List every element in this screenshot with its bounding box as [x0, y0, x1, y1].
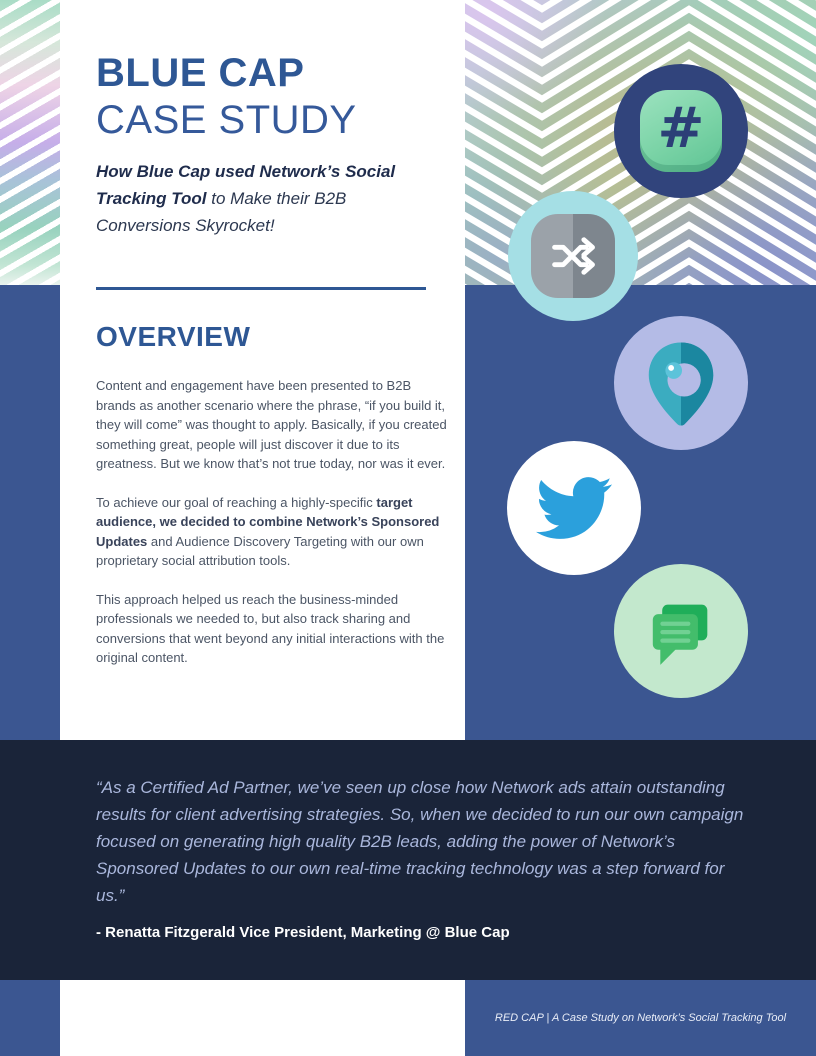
footer-text: RED CAP | A Case Study on Network’s Soci… [494, 1012, 787, 1024]
shuffle-squircle [531, 214, 615, 298]
quote-text: “As a Certified Ad Partner, we’ve seen u… [96, 778, 744, 905]
chat-bubbles-glyph [652, 604, 708, 665]
hashtag-glyph: # [657, 96, 705, 161]
location-pin-glyph [648, 342, 714, 426]
divider-line [96, 287, 426, 290]
overview-paragraph-1: Content and engagement have been present… [96, 378, 447, 471]
twitter-bird-icon [507, 441, 641, 575]
paragraph-2-bold: target audience, we decided to combine N… [96, 494, 440, 549]
twitter-bird-glyph [536, 477, 612, 539]
shuffle-icon [508, 191, 638, 321]
overview-paragraph-3: This approach helped us reach the busine… [96, 591, 445, 666]
page-title-line-1: BLUE CAP [96, 51, 305, 95]
footer-left-bar [0, 980, 60, 1056]
paragraph-2-rest: and Audience Discovery Targeting with ou… [96, 533, 424, 569]
chat-bubbles-icon [614, 564, 748, 698]
diagonal-stripes-decoration [0, 0, 60, 285]
subtitle: How Blue Cap used Network’s Social Track… [96, 158, 426, 239]
content-column: BLUE CAP CASE STUDY How Blue Cap used Ne… [96, 50, 456, 668]
quote-section: “As a Certified Ad Partner, we’ve seen u… [0, 740, 816, 980]
footer-bar: RED CAP | A Case Study on Network’s Soci… [465, 980, 816, 1056]
hashtag-squircle: # [640, 90, 722, 172]
quote-attribution: - Renatta Fitzgerald Vice President, Mar… [96, 924, 510, 941]
overview-paragraph-2: To achieve our goal of reaching a highly… [96, 493, 448, 571]
subtitle-bold-part: How Blue Cap used Network’s Social Track… [96, 162, 396, 208]
location-pin-icon [614, 316, 748, 450]
overview-heading: OVERVIEW [96, 321, 251, 352]
subtitle-regular-part: to Make their B2B Conversions Skyrocket! [96, 189, 347, 235]
shuffle-glyph [552, 237, 595, 275]
paragraph-2-intro: To achieve our goal of reaching a highly… [96, 494, 377, 510]
hashtag-icon: # [614, 64, 748, 198]
left-blue-bar [0, 285, 60, 740]
page-title-line-2: CASE STUDY [96, 98, 357, 142]
